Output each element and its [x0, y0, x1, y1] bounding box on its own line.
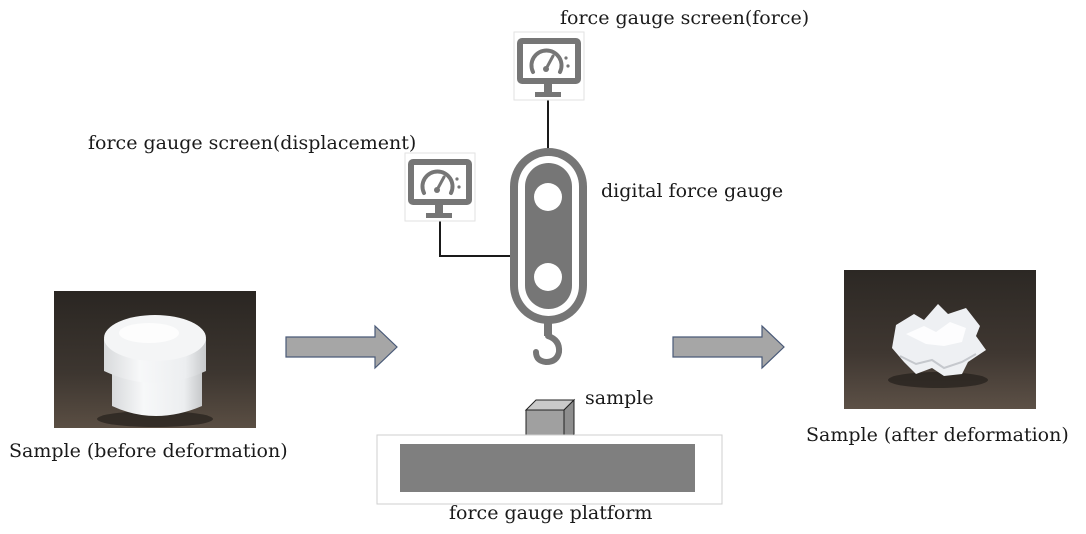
label-displacement-screen: force gauge screen(displacement) — [88, 132, 417, 154]
label-sample-after: Sample (after deformation) — [806, 424, 1069, 446]
sample-after-photo — [844, 270, 1036, 409]
force-gauge-icon — [510, 148, 587, 366]
label-sample-before: Sample (before deformation) — [9, 440, 288, 462]
label-force-screen: force gauge screen(force) — [560, 7, 810, 29]
force-gauge-platform — [376, 434, 723, 505]
arrow-gauge-to-after — [672, 324, 785, 370]
label-sample: sample — [585, 387, 654, 409]
sample-before-photo — [54, 291, 256, 428]
arrow-before-to-gauge — [285, 324, 398, 370]
label-digital-force-gauge: digital force gauge — [601, 180, 784, 202]
label-platform: force gauge platform — [449, 502, 653, 524]
force-screen-icon — [513, 31, 585, 101]
wire-displacement-screen — [439, 220, 520, 257]
displacement-screen-icon — [404, 152, 476, 222]
